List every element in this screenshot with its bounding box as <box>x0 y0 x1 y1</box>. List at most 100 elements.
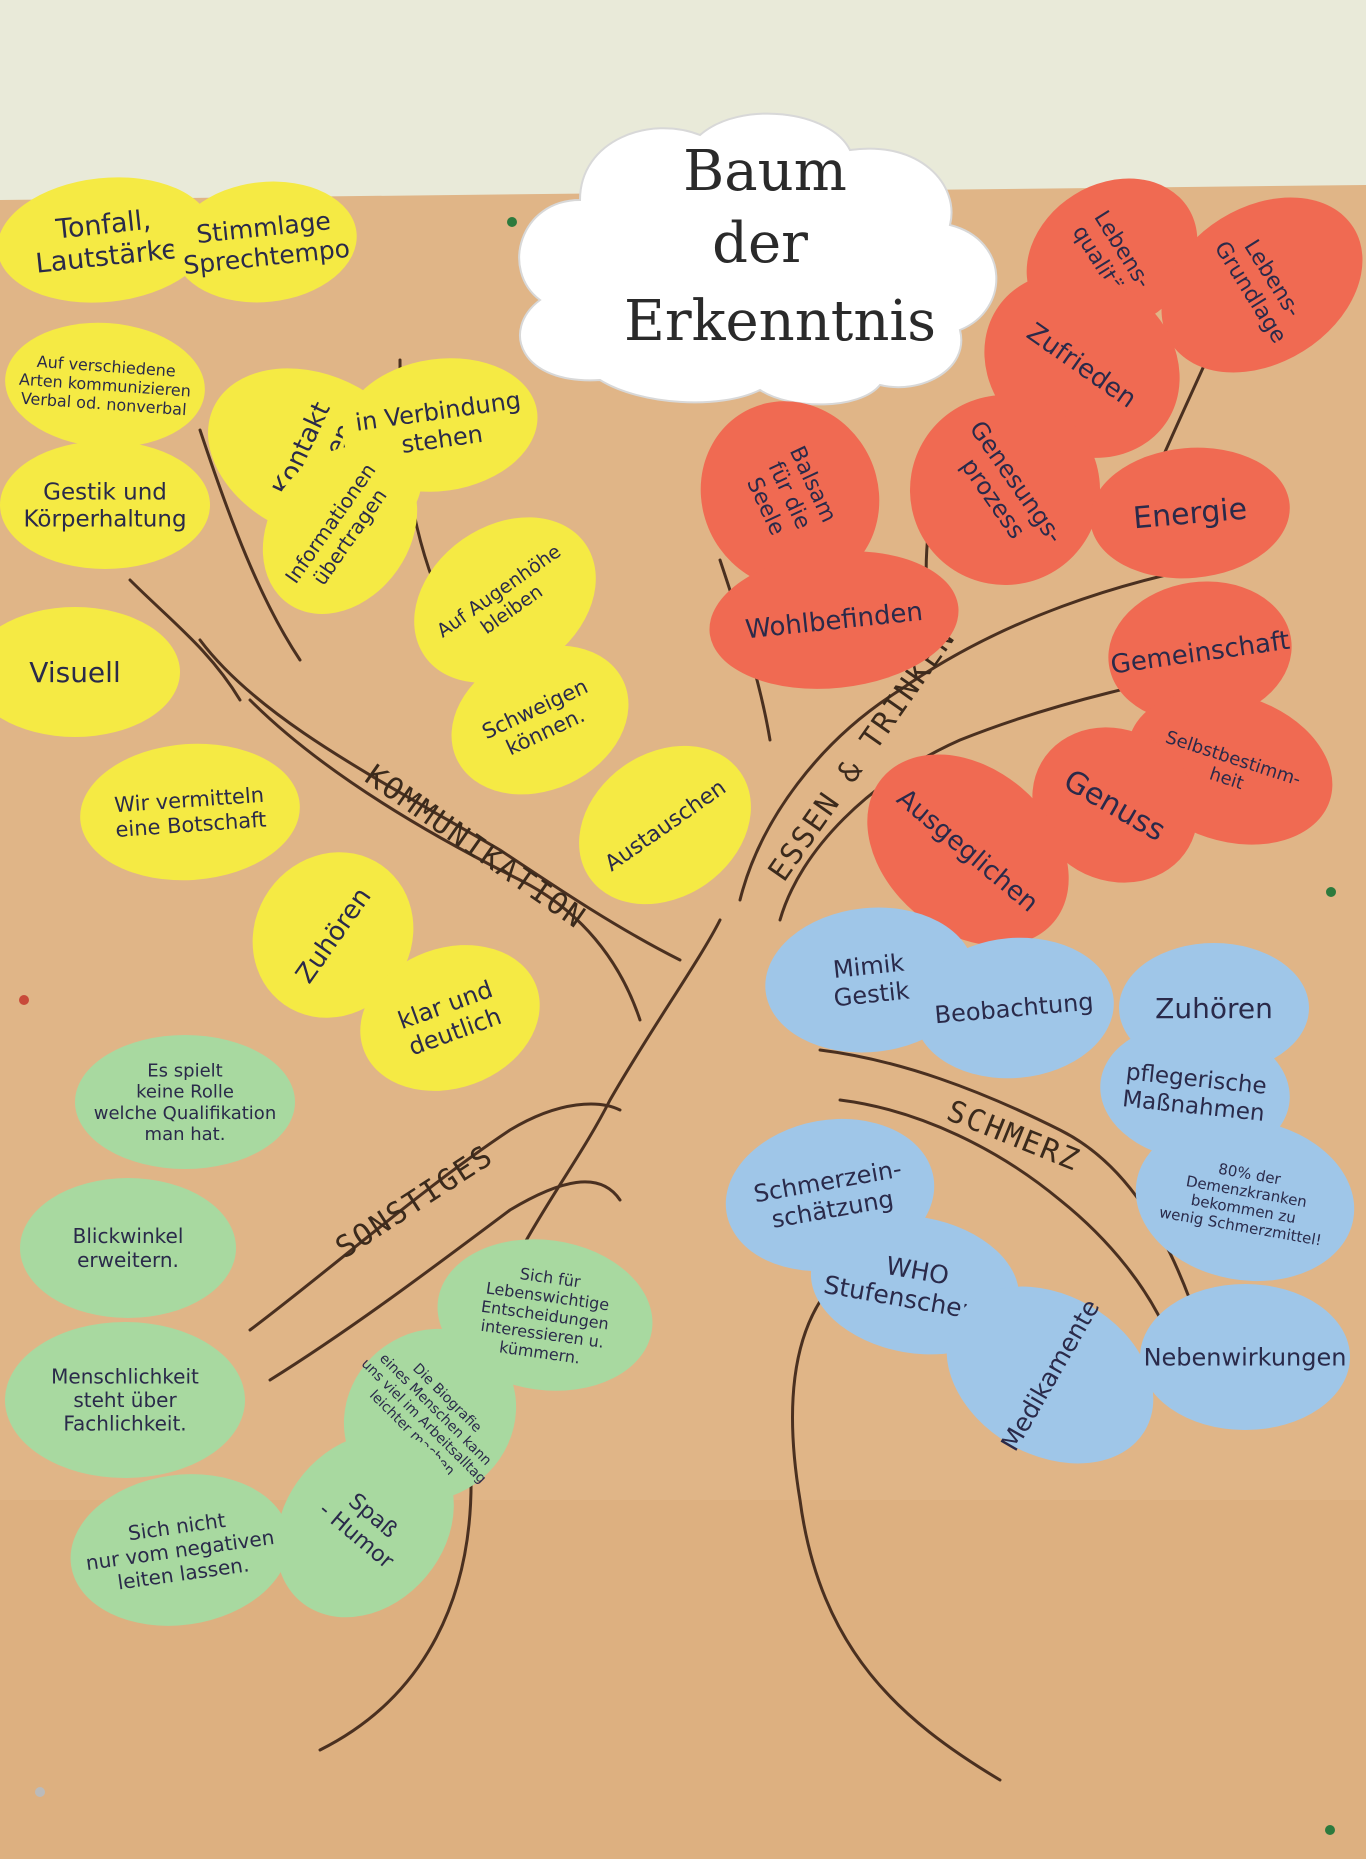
note-shape <box>1140 1284 1350 1430</box>
twig <box>198 428 302 662</box>
blue-note: Beobachtung <box>914 937 1114 1079</box>
title-cloud: Baum der Erkenntnis <box>518 112 998 406</box>
note-shape <box>5 322 205 448</box>
title-line: Erkenntnis <box>624 289 936 354</box>
note-text: erweitern. <box>77 1248 179 1272</box>
note-text: Nebenwirkungen <box>1144 1343 1347 1371</box>
note-shape <box>75 1035 295 1169</box>
twig <box>128 578 242 702</box>
pin <box>1326 887 1336 897</box>
note-shape <box>946 1286 1154 1464</box>
note-shape <box>867 754 1069 946</box>
note-text-group: Nebenwirkungen <box>1144 1343 1347 1371</box>
note-shape <box>414 517 596 683</box>
note-shape <box>579 745 751 905</box>
kommunikation-branch <box>198 638 682 962</box>
yellow-note: Zuhören <box>252 852 414 1018</box>
note-text: keine Rolle <box>136 1082 234 1103</box>
note-text: man hat. <box>145 1124 226 1145</box>
red-note: Wohlbefinden <box>709 551 959 689</box>
note-shape <box>700 401 880 589</box>
note-text: Fachlichkeit. <box>63 1412 186 1436</box>
yellow-note: Visuell <box>0 607 180 737</box>
note-shape <box>910 395 1100 585</box>
note-shape <box>709 551 959 689</box>
note-text-group: Visuell <box>29 656 120 689</box>
note-text: Visuell <box>29 656 120 689</box>
red-note: Genuss <box>1032 727 1198 883</box>
note-shape <box>360 945 540 1091</box>
note-text: Menschlichkeit <box>51 1364 199 1388</box>
note-text-group: Zuhören <box>1155 992 1273 1025</box>
note-text: welche Qualifikation <box>94 1103 276 1124</box>
green-note: Spaß- Humor <box>276 1432 454 1618</box>
note-shape <box>1032 727 1198 883</box>
red-note: Genesungs-prozess <box>910 395 1100 585</box>
pin <box>19 995 29 1005</box>
note-shape <box>173 181 357 303</box>
trunk-outline <box>791 1258 1002 1782</box>
note-text: steht über <box>73 1388 177 1412</box>
note-shape <box>70 1474 290 1626</box>
kommunikation-branch <box>248 698 642 1022</box>
pins <box>19 213 1336 1835</box>
notes-layer: Tonfall,LautstärkeStimmlageSprechtempoAu… <box>0 177 1363 1626</box>
yellow-note: Austauschen <box>579 745 751 905</box>
note-shape <box>1161 197 1363 373</box>
note-text: Blickwinkel <box>73 1224 184 1248</box>
note-text-group: Sich fürLebenswichtigeEntscheidungeninte… <box>480 1264 611 1368</box>
blue-note: Nebenwirkungen <box>1140 1284 1350 1430</box>
pin <box>1325 1825 1335 1835</box>
pin <box>35 1787 45 1797</box>
note-text: Körperhaltung <box>23 507 186 533</box>
schmerz-branch <box>838 1098 1172 1342</box>
note-shape <box>0 441 210 569</box>
red-note: Energie <box>1090 447 1290 579</box>
note-shape <box>914 937 1114 1079</box>
note-shape <box>20 1178 236 1318</box>
red-note: Lebens-Grundlage <box>1161 197 1363 373</box>
note-text: Zuhören <box>1155 992 1273 1025</box>
note-shape <box>262 446 418 614</box>
red-note: Ausgeglichen <box>867 754 1069 946</box>
note-shape <box>451 645 629 795</box>
note-shape <box>252 852 414 1018</box>
sonstiges-branch <box>248 1102 622 1332</box>
cloud-shape <box>518 112 998 406</box>
note-shape <box>1108 581 1292 723</box>
note-shape <box>1135 1118 1355 1282</box>
pin <box>507 217 517 227</box>
title-line: Baum <box>683 139 847 204</box>
note-text: Gestik und <box>43 479 167 505</box>
yellow-note: Tonfall,Lautstärke <box>0 177 213 303</box>
essen-branch <box>738 558 1242 902</box>
title-line: der <box>712 211 808 276</box>
blue-note: Medikamente <box>946 1286 1154 1464</box>
note-shape <box>1090 447 1290 579</box>
note-shape <box>0 177 213 303</box>
note-shape <box>0 607 180 737</box>
note-shape <box>5 1322 245 1478</box>
note-text: Es spielt <box>147 1060 222 1081</box>
